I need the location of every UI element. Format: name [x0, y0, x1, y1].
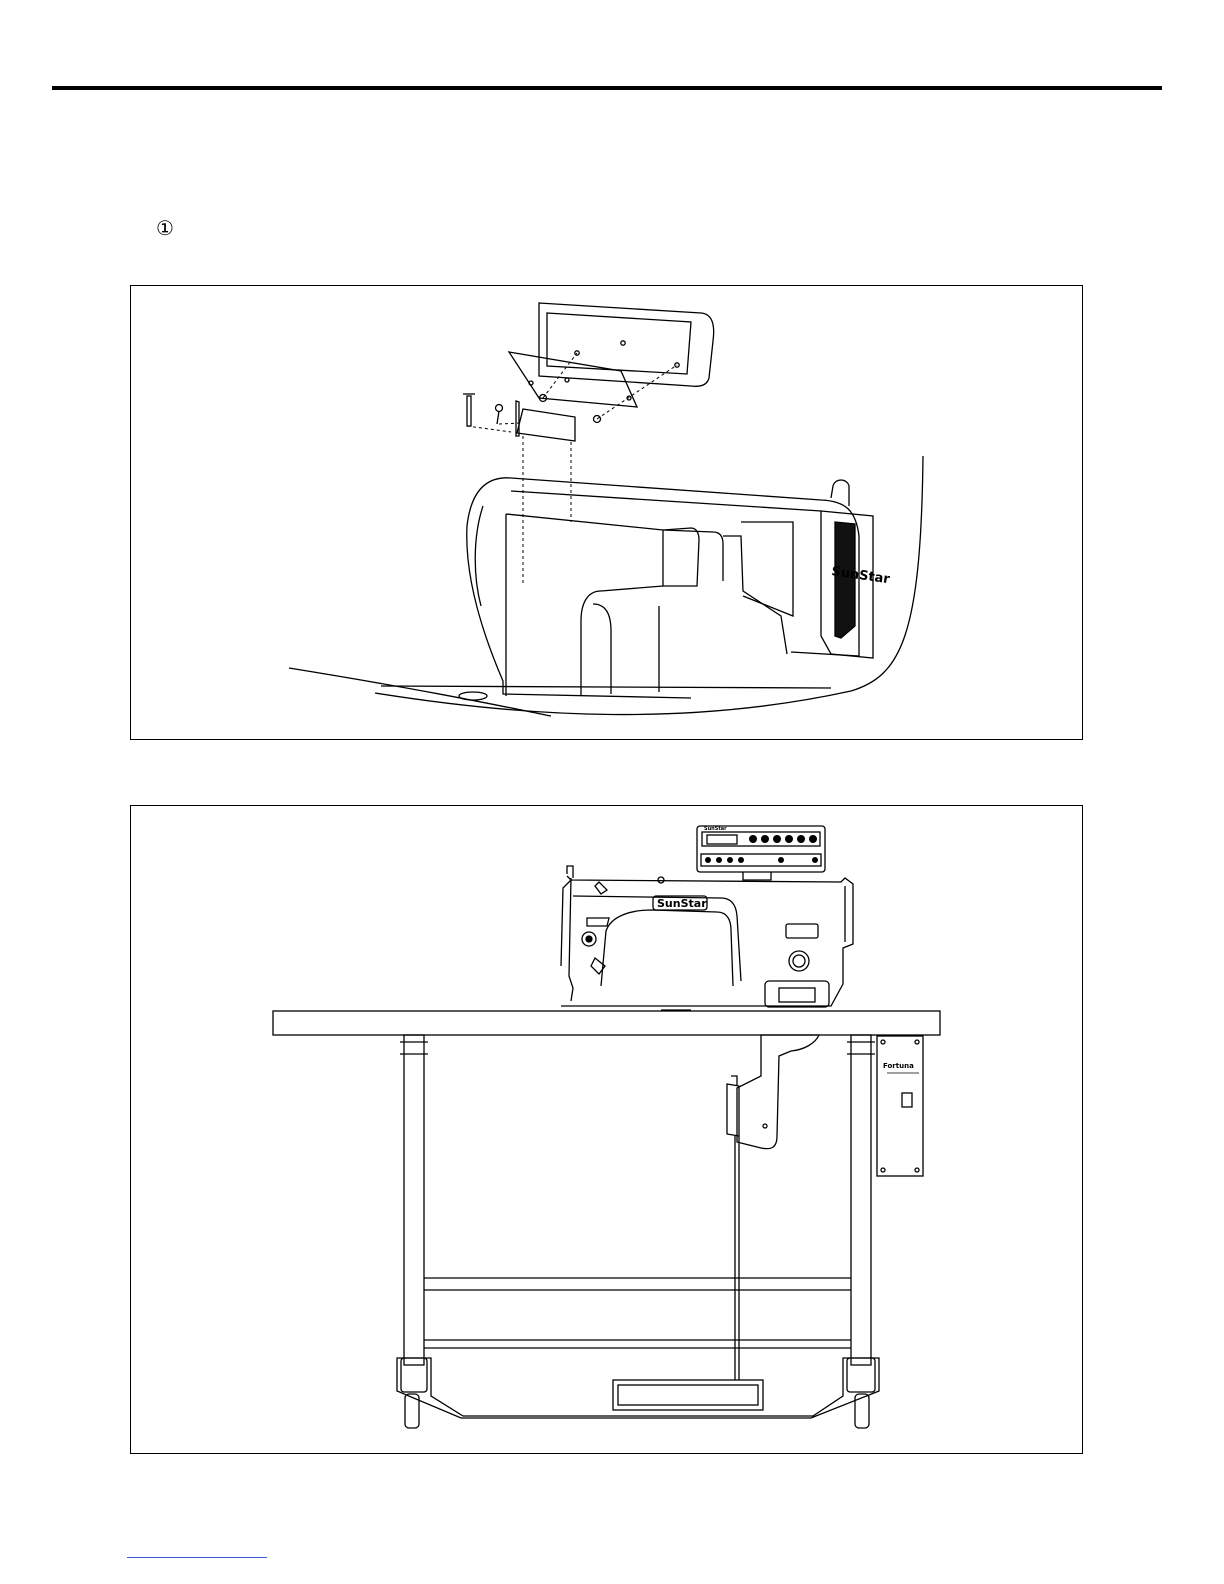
control-panel: SunStar	[697, 826, 825, 880]
header-rule	[52, 86, 1162, 90]
display-panel	[539, 303, 714, 386]
machine-brand-label: SunStar	[657, 897, 707, 910]
mounting-bracket	[509, 352, 637, 441]
controller-brand-label: Fortuna	[883, 1062, 914, 1070]
sewing-machine: SunStar	[561, 866, 853, 1010]
figure-panel-mounting: SunStar	[130, 285, 1083, 740]
control-panel-brand: SunStar	[704, 826, 727, 832]
step-marker: ①	[156, 216, 174, 240]
figure-machine-on-table: SunStar SunStar	[130, 805, 1083, 1454]
alignment-lines	[467, 353, 677, 586]
machine-table-illustration: SunStar SunStar	[131, 806, 1084, 1455]
table-top	[273, 1011, 940, 1035]
pedal-bracket	[727, 1035, 819, 1380]
table-base	[397, 1358, 879, 1428]
screw-set	[463, 394, 601, 436]
table-legs	[400, 1035, 875, 1365]
panel-mounting-illustration: SunStar	[131, 286, 1084, 741]
sewing-machine-head	[467, 478, 873, 698]
motor-controller-box: Fortuna	[877, 1036, 923, 1176]
footer-link-underline[interactable]	[127, 1557, 267, 1558]
